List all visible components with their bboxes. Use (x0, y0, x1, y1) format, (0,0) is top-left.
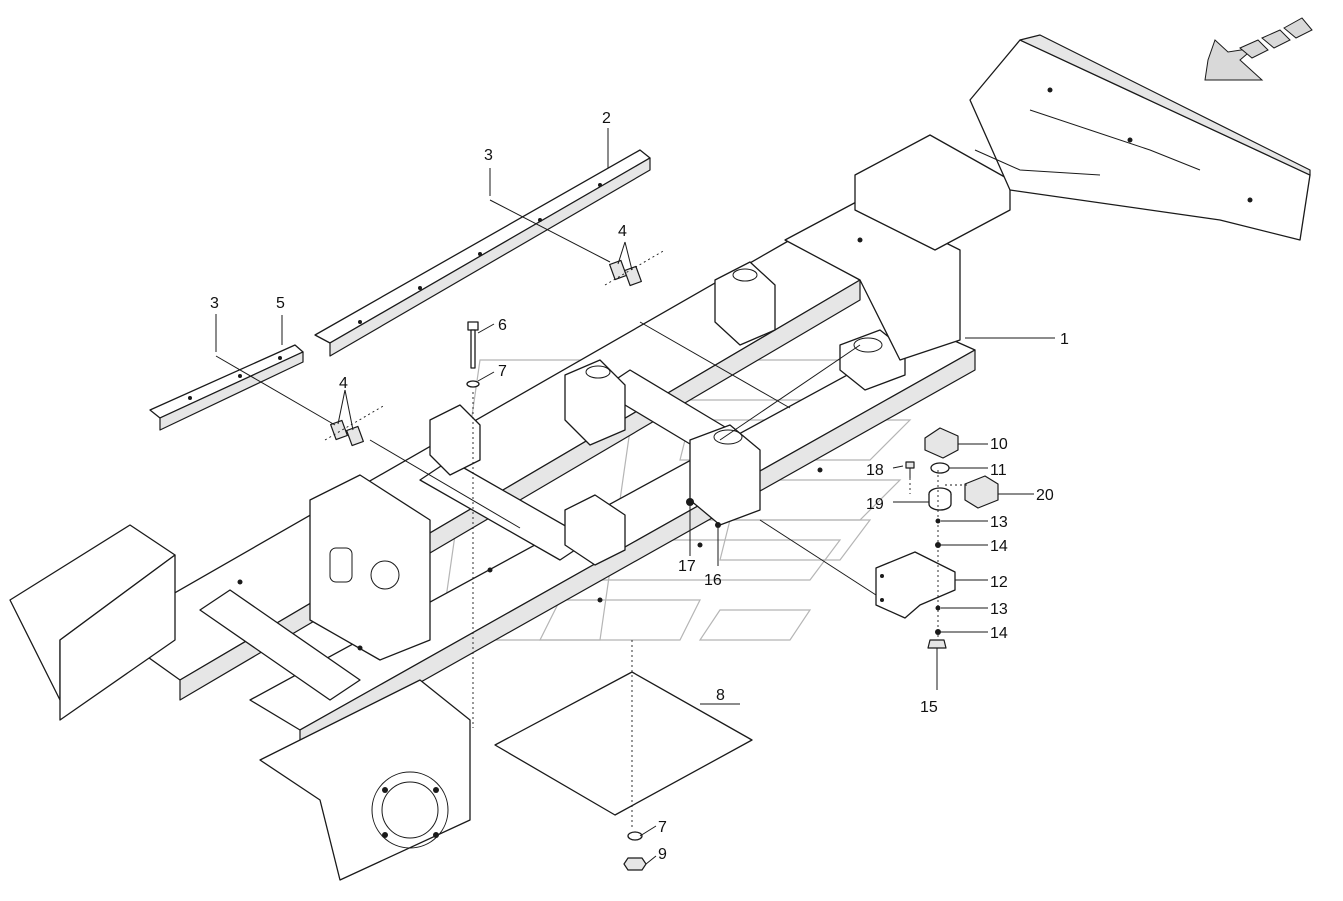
direction-arrow-icon (1204, 17, 1313, 81)
callout-13-upper: 13 (990, 514, 1008, 531)
part-4-clamps-lower (324, 404, 386, 447)
callout-3-upper: 3 (484, 147, 493, 164)
leader-lines (215, 128, 1055, 865)
callout-3-lower: 3 (210, 295, 219, 312)
part-13-washer-lower (935, 605, 941, 611)
callout-18: 18 (866, 462, 884, 479)
callout-4-upper: 4 (618, 223, 627, 240)
callout-19: 19 (866, 496, 884, 513)
callout-14-upper: 14 (990, 538, 1008, 555)
callout-20: 20 (1036, 487, 1054, 504)
part-2-rail (314, 149, 651, 357)
part-19-bushing (928, 487, 952, 511)
part-17-nut (686, 498, 694, 506)
callout-17: 17 (678, 558, 696, 575)
callout-4-lower: 4 (339, 375, 348, 392)
callout-labels: 1 2 3 3 4 4 5 6 7 7 8 9 10 11 12 13 13 1… (210, 110, 1069, 863)
part-11-washer (930, 462, 950, 474)
callout-2: 2 (602, 110, 611, 127)
callout-7-lower: 7 (658, 819, 667, 836)
callout-11: 11 (990, 462, 1007, 479)
callout-1: 1 (1060, 331, 1069, 348)
callout-10: 10 (990, 436, 1008, 453)
callout-7-upper: 7 (498, 363, 507, 380)
part-4-clamps-upper (604, 249, 666, 287)
callout-15: 15 (920, 699, 938, 716)
part-9-nut (623, 857, 647, 871)
part-10-cap (924, 427, 959, 459)
part-12-bracket (875, 551, 956, 619)
part-16-washer (715, 522, 721, 528)
callout-12: 12 (990, 574, 1008, 591)
callout-8: 8 (716, 687, 725, 704)
alignment-lines (472, 392, 968, 830)
part-8-plate (494, 671, 753, 816)
part-6-bolt (467, 321, 479, 369)
main-frame (9, 34, 1311, 881)
part-15-bolt (927, 639, 947, 660)
callout-13-lower: 13 (990, 601, 1008, 618)
callout-14-lower: 14 (990, 625, 1008, 642)
part-5-rail (149, 344, 304, 431)
callout-5: 5 (276, 295, 285, 312)
part-18-screw (905, 461, 915, 478)
callout-6: 6 (498, 317, 507, 334)
part-7-washer-top (466, 380, 480, 388)
part-7-washer-bottom (627, 831, 643, 841)
part-20-block (964, 475, 999, 509)
callout-9: 9 (658, 846, 667, 863)
callout-16: 16 (704, 572, 722, 589)
